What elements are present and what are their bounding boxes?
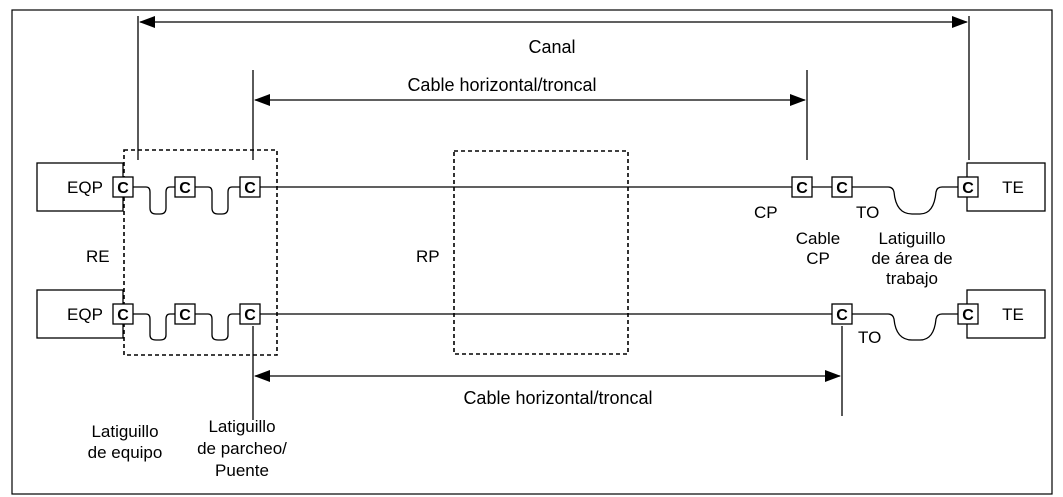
canal-arrow-right-icon xyxy=(952,16,968,28)
work-area-label-line3: trabajo xyxy=(886,269,938,288)
cable-top-arrow-right-icon xyxy=(790,94,806,106)
cable-top-arrow-left-icon xyxy=(254,94,270,106)
equip-cord-bottom xyxy=(133,313,175,341)
connector-bottom-3-label: C xyxy=(244,307,256,324)
te-box-bottom xyxy=(966,289,1046,339)
connector-te-bottom-label: C xyxy=(962,307,974,324)
equip-cord-top xyxy=(133,186,175,215)
connector-top-2-label: C xyxy=(179,180,191,197)
eqp-label-bottom: EQP xyxy=(67,305,103,324)
work-area-label-line1: Latiguillo xyxy=(878,229,945,248)
work-area-label-line2: de área de xyxy=(871,249,952,268)
canal-arrow-left-icon xyxy=(139,16,155,28)
equip-cord-label-line1: Latiguillo xyxy=(91,422,158,441)
connector-bottom-2-label: C xyxy=(179,307,191,324)
to-label-bottom: TO xyxy=(858,328,881,347)
te-label-bottom: TE xyxy=(1002,305,1024,324)
re-dashed-box xyxy=(123,149,278,356)
eqp-box-top xyxy=(36,162,124,212)
eqp-box-bottom xyxy=(36,289,124,339)
cp-label: CP xyxy=(754,203,778,222)
connector-bottom-1-label: C xyxy=(117,307,129,324)
outer-frame xyxy=(11,9,1053,495)
canal-label: Canal xyxy=(528,37,575,57)
cable-cp-label-line1: Cable xyxy=(796,229,840,248)
equip-cord-label-line2: de equipo xyxy=(88,443,163,462)
connector-to-bottom-label: C xyxy=(836,307,848,324)
connector-te-bottom xyxy=(957,303,979,325)
connector-cp-1-label: C xyxy=(796,180,808,197)
rp-label: RP xyxy=(416,247,440,266)
cable-top-label: Cable horizontal/troncal xyxy=(407,75,596,95)
work-area-cord-top xyxy=(852,186,958,215)
cable-bottom-arrow-right-icon xyxy=(825,370,841,382)
work-area-cord-bottom xyxy=(852,313,958,341)
connector-te-top xyxy=(957,176,979,198)
te-label-top: TE xyxy=(1002,178,1024,197)
patch-cord-bottom xyxy=(195,313,240,341)
cable-cp-label-line2: CP xyxy=(806,249,830,268)
connector-top-3-label: C xyxy=(244,180,256,197)
patch-cord-top xyxy=(195,186,240,215)
patch-cord-label-line2: de parcheo/ xyxy=(197,439,287,458)
connector-te-top-label: C xyxy=(962,180,974,197)
patch-cord-label-line3: Puente xyxy=(215,461,269,480)
rp-dashed-box xyxy=(453,150,629,355)
to-label-top: TO xyxy=(856,203,879,222)
eqp-label-top: EQP xyxy=(67,178,103,197)
patch-cord-label-line1: Latiguillo xyxy=(208,417,275,436)
cable-bottom-arrow-left-icon xyxy=(254,370,270,382)
cable-bottom-label: Cable horizontal/troncal xyxy=(463,388,652,408)
connector-top-1-label: C xyxy=(117,180,129,197)
connector-cp-2-label: C xyxy=(836,180,848,197)
re-label: RE xyxy=(86,247,110,266)
